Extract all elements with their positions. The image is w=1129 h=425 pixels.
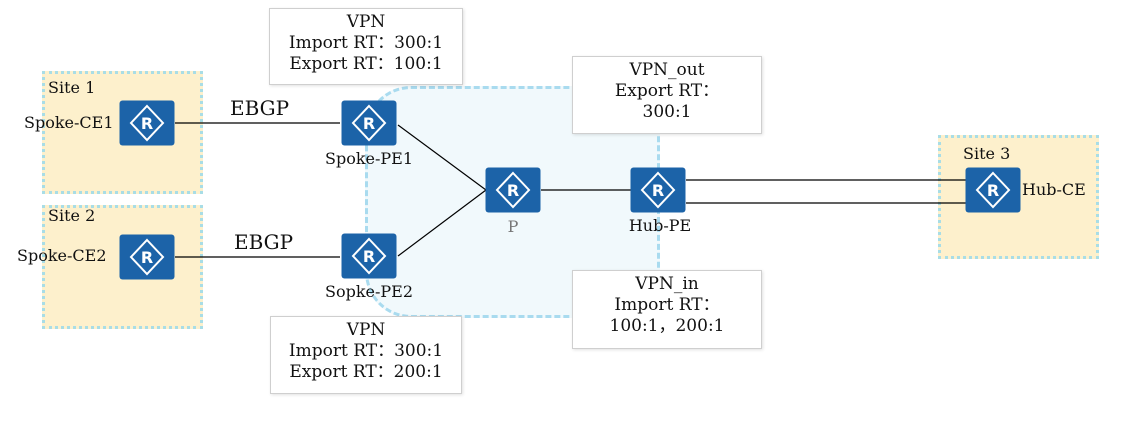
vpn-card-title: VPN: [346, 320, 386, 340]
site-1-label: Site 1: [48, 78, 96, 97]
svg-text:R: R: [363, 114, 375, 133]
vpn-card-spoke-pe2: VPN Import RT：300:1 Export RT：200:1: [270, 316, 462, 394]
svg-text:R: R: [652, 181, 664, 200]
vpn-card-hub-out: VPN_out Export RT： 300:1: [572, 56, 762, 134]
p-router-icon[interactable]: R: [485, 167, 541, 213]
hub-ce-router-icon[interactable]: R: [965, 167, 1021, 213]
spoke-pe2-label: Sopke-PE2: [324, 282, 414, 301]
spoke-pe1-label: Spoke-PE1: [324, 149, 414, 168]
link-spoke-pe1-p: [397, 124, 487, 191]
vpn-card-import-rt-value: 100:1，200:1: [609, 316, 725, 336]
vpn-card-import-rt: Import RT：300:1: [288, 33, 444, 53]
svg-text:R: R: [507, 181, 519, 200]
hub-ce-label: Hub-CE: [1022, 180, 1086, 199]
site-3-label: Site 3: [963, 144, 1011, 163]
vpn-card-title: VPN: [346, 12, 386, 32]
hub-pe-label: Hub-PE: [628, 216, 692, 235]
vpn-card-title: VPN_out: [629, 60, 705, 80]
svg-text:R: R: [987, 181, 999, 200]
vpn-card-hub-in: VPN_in Import RT： 100:1，200:1: [572, 270, 762, 349]
vpn-card-title: VPN_in: [635, 274, 699, 294]
vpn-card-import-rt: Import RT：300:1: [288, 341, 444, 361]
svg-text:R: R: [141, 248, 153, 267]
spoke-ce2-label: Spoke-CE2: [17, 246, 107, 265]
spoke-pe2-router-icon[interactable]: R: [341, 233, 397, 279]
vpn-card-import-rt: Import RT：: [614, 295, 720, 315]
ebgp-bottom-label: EBGP: [234, 230, 294, 254]
svg-text:R: R: [141, 114, 153, 133]
site-2-label: Site 2: [48, 206, 96, 225]
vpn-card-spoke-pe1: VPN Import RT：300:1 Export RT：100:1: [269, 8, 463, 85]
p-label: P: [507, 217, 519, 236]
spoke-ce1-router-icon[interactable]: R: [119, 100, 175, 146]
spoke-pe1-router-icon[interactable]: R: [341, 100, 397, 146]
link-spoke-pe2-p: [397, 189, 487, 257]
spoke-ce1-label: Spoke-CE1: [24, 113, 114, 132]
svg-text:R: R: [363, 247, 375, 266]
vpn-card-export-rt: Export RT：: [614, 81, 720, 101]
ebgp-top-label: EBGP: [230, 96, 290, 120]
spoke-ce2-router-icon[interactable]: R: [119, 234, 175, 280]
vpn-card-export-rt-value: 300:1: [642, 102, 692, 122]
vpn-card-export-rt: Export RT：200:1: [289, 362, 443, 382]
vpn-card-export-rt: Export RT：100:1: [289, 54, 443, 74]
hub-pe-router-icon[interactable]: R: [630, 167, 686, 213]
